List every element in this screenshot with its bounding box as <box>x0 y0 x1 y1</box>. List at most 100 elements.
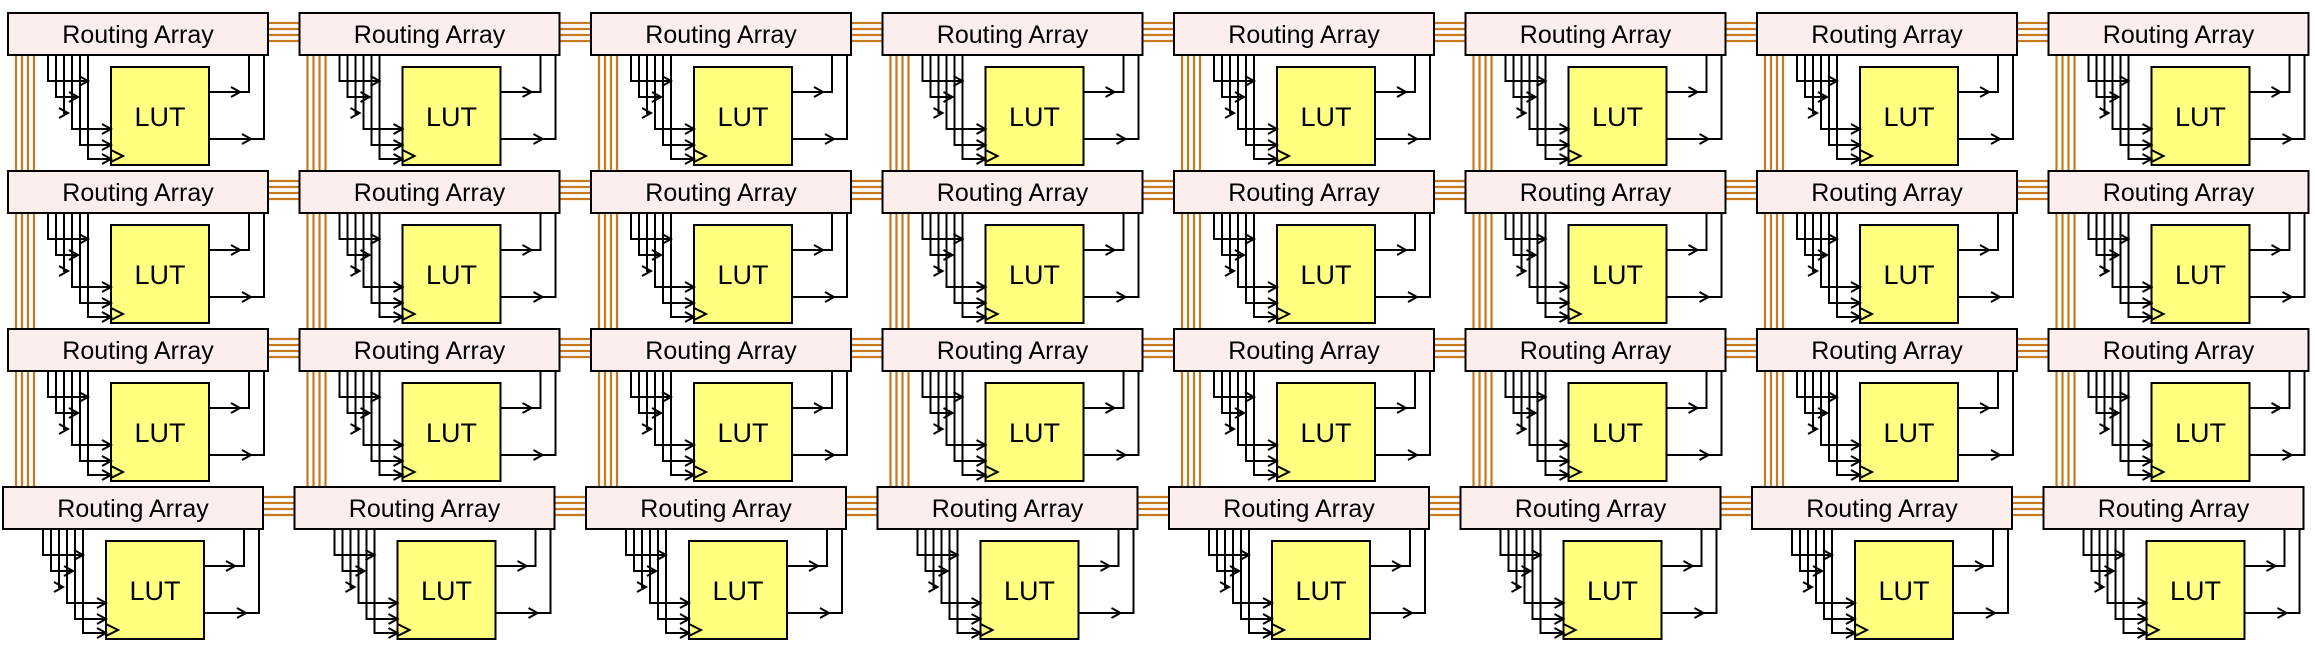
output-arrow <box>1979 86 1992 98</box>
input-arrow <box>1850 439 1863 451</box>
input-wire <box>929 213 953 256</box>
input-wire <box>2111 371 2152 446</box>
input-arrow <box>1267 439 1280 451</box>
output-wire <box>2249 213 2291 251</box>
clock-triangle <box>1276 465 1292 479</box>
input-arrow <box>684 469 697 481</box>
input-wire <box>2122 529 2147 634</box>
input-wire <box>1807 529 1812 588</box>
output-wire <box>2249 213 2306 298</box>
input-arrow <box>1845 613 1858 625</box>
input-arrow <box>350 265 362 277</box>
input-wire <box>362 213 403 288</box>
clock-triangle <box>2151 307 2166 321</box>
input-arrow <box>393 153 405 165</box>
routing-array-label: Routing Array <box>937 337 1089 365</box>
input-wire <box>1237 55 1277 130</box>
routing-array-label: Routing Array <box>1520 337 1672 365</box>
output-wire <box>2244 529 2286 567</box>
input-arrow <box>679 627 692 639</box>
clock-triangle <box>985 465 1000 479</box>
routing-array-label: Routing Array <box>1806 495 1958 523</box>
input-wire <box>665 529 689 634</box>
input-arrow <box>1850 281 1863 293</box>
input-wire <box>1520 55 1526 114</box>
input-wire <box>1232 529 1272 604</box>
input-arrow <box>2099 265 2111 277</box>
routing-array-box <box>1464 12 1727 56</box>
input-wire <box>649 529 689 604</box>
output-arrow <box>522 402 534 414</box>
input-wire <box>1823 529 1855 620</box>
lut-box <box>1276 224 1376 324</box>
input-arrow <box>53 581 66 593</box>
lut-box <box>1567 382 1668 482</box>
input-arrow <box>101 281 114 293</box>
output-arrow <box>1105 86 1117 98</box>
input-wire <box>924 529 948 572</box>
input-arrow <box>1224 265 1237 277</box>
input-wire <box>2087 213 2129 240</box>
output-arrow <box>2282 133 2294 145</box>
output-arrow <box>1407 133 1420 145</box>
lut-box <box>979 540 1080 640</box>
input-wire <box>1804 55 1827 98</box>
input-arrow <box>641 423 654 435</box>
routing-array-box <box>293 486 556 530</box>
output-wire <box>204 529 245 567</box>
output-arrow <box>1694 607 1706 619</box>
input-wire <box>1229 213 1234 272</box>
input-wire <box>50 529 73 572</box>
input-wire <box>641 529 646 588</box>
output-arrow <box>824 133 837 145</box>
output-arrow <box>241 291 254 303</box>
input-wire <box>1544 213 1569 318</box>
lut-label: LUT <box>1592 418 1643 448</box>
input-wire <box>1820 213 1860 288</box>
output-arrow <box>533 133 545 145</box>
lut-label: LUT <box>129 576 180 606</box>
lut-label: LUT <box>717 418 768 448</box>
input-wire <box>630 213 671 240</box>
output-wire <box>1958 213 1999 251</box>
output-wire <box>1666 213 1723 298</box>
lut-box <box>693 382 793 482</box>
lut-box <box>1859 66 1959 166</box>
lut-label: LUT <box>426 260 477 290</box>
routing-array-label: Routing Array <box>349 495 501 523</box>
input-arrow <box>933 107 945 119</box>
input-wire <box>948 529 981 620</box>
input-wire <box>633 529 656 572</box>
input-wire <box>2082 529 2124 556</box>
lut-label: LUT <box>134 418 185 448</box>
input-wire <box>1528 371 1569 446</box>
input-wire <box>370 371 403 462</box>
routing-array-box <box>881 12 1144 56</box>
routing-array-box <box>1459 486 1722 530</box>
input-wire <box>2127 371 2152 476</box>
lut-box <box>401 66 502 166</box>
output-arrow <box>230 86 243 98</box>
output-wire <box>209 55 265 140</box>
input-arrow <box>393 455 405 467</box>
input-wire <box>1812 371 1817 430</box>
input-arrow <box>976 139 988 151</box>
input-arrow <box>2142 281 2154 293</box>
input-wire <box>638 371 661 414</box>
output-wire <box>2249 371 2291 409</box>
input-arrow <box>2142 123 2154 135</box>
input-arrow <box>1850 455 1863 467</box>
input-arrow <box>388 613 400 625</box>
input-wire <box>1796 213 1837 240</box>
output-wire <box>2249 55 2306 140</box>
input-wire <box>1539 529 1564 634</box>
routing-array-label: Routing Array <box>2103 337 2255 365</box>
routing-array-label: Routing Array <box>1811 179 1963 207</box>
routing-array-label: Routing Array <box>1515 495 1667 523</box>
routing-array-box <box>2 486 264 530</box>
